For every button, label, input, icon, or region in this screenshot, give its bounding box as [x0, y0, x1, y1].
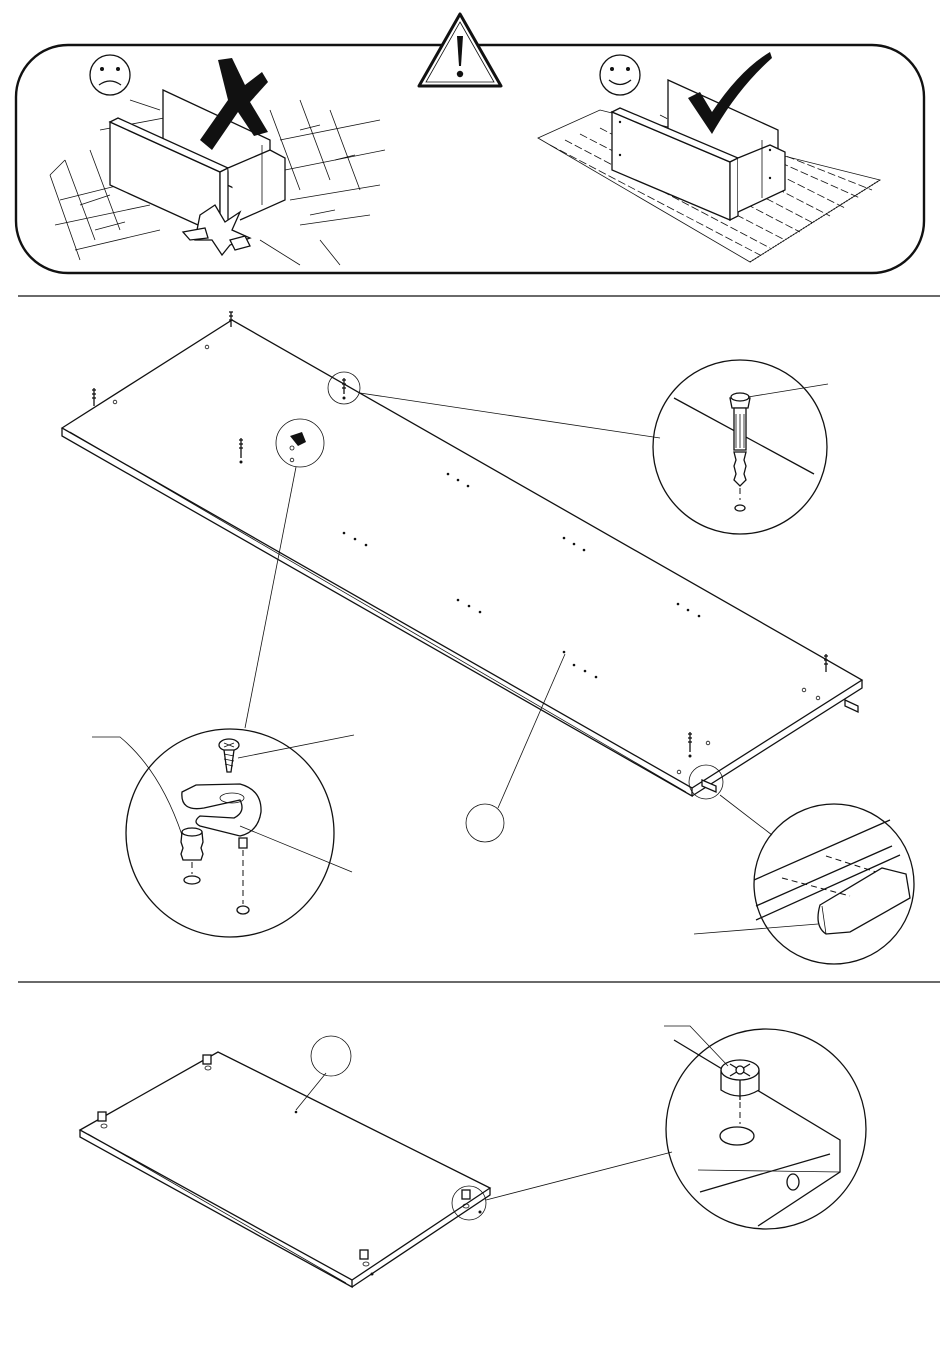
smiley-face-icon	[600, 55, 640, 95]
wrong-box	[110, 90, 285, 255]
detail-bracket	[92, 729, 354, 937]
detail-glide	[694, 804, 914, 964]
part-label-circle-1	[466, 804, 504, 842]
warning-triangle-icon	[419, 14, 501, 86]
step1-long-panel	[62, 312, 862, 796]
sad-face-icon	[90, 55, 130, 95]
step2-panel	[80, 1036, 672, 1287]
warning-panel	[16, 14, 924, 273]
part-label-circle-2	[311, 1036, 351, 1076]
detail-cam-bolt	[653, 360, 828, 534]
detail-cam-lock	[664, 1026, 866, 1229]
